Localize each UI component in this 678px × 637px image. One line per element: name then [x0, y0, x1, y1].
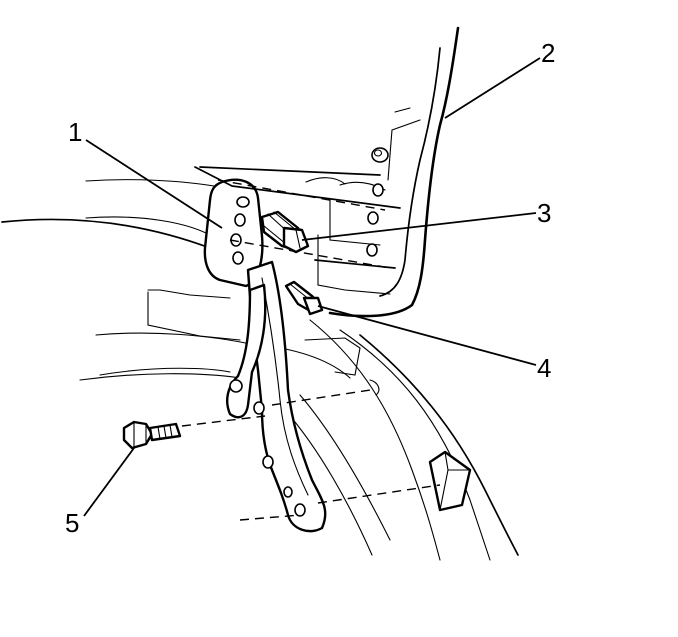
alignment-lines: [181, 166, 441, 521]
body-panel: [305, 26, 460, 318]
fender-clip-block: [428, 450, 472, 512]
leader-lines: [83, 57, 541, 517]
leader-3: [301, 212, 537, 241]
wheel-house: [1, 179, 519, 561]
hinge-arm: [226, 260, 327, 533]
callout-4: 4: [537, 353, 551, 383]
leader-5: [83, 447, 135, 517]
leader-2: [444, 57, 541, 119]
bolt-5: [122, 420, 182, 450]
callout-2: 2: [541, 38, 555, 68]
callout-labels: 1 2 3 4 5: [65, 38, 555, 538]
leader-4: [317, 305, 537, 366]
callout-3: 3: [537, 198, 551, 228]
leader-1: [85, 139, 223, 229]
bolt-3: [260, 210, 310, 254]
callout-1: 1: [68, 117, 82, 147]
bolt-4: [284, 280, 324, 316]
callout-5: 5: [65, 508, 79, 538]
